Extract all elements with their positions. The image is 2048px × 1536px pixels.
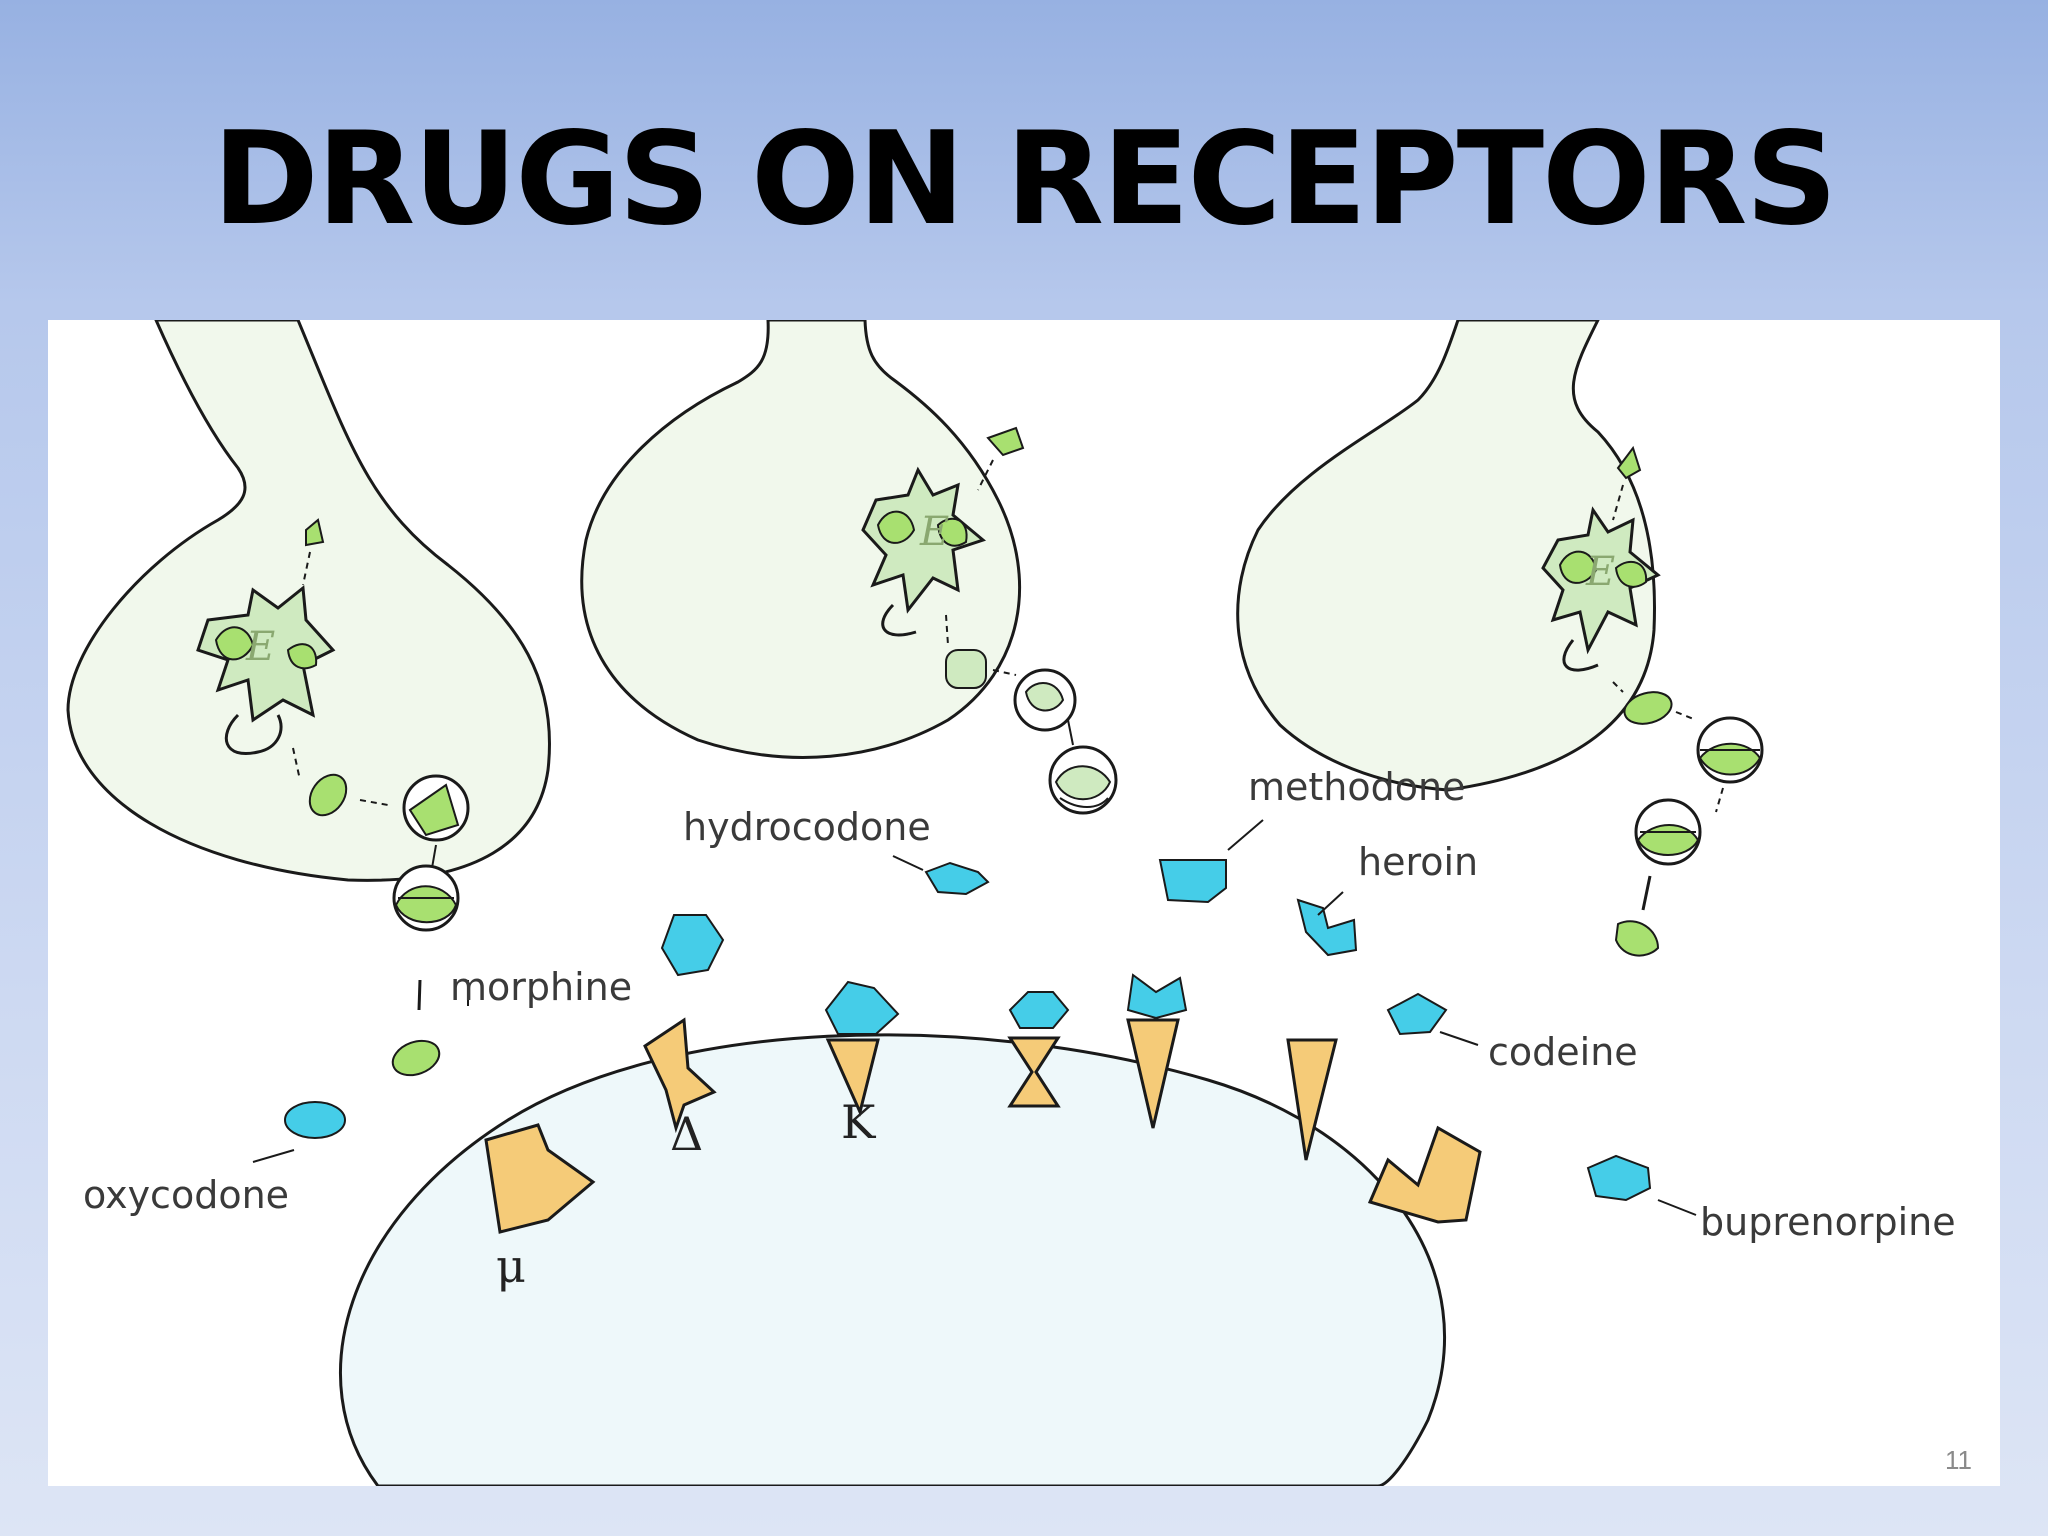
drug-morphine: [660, 914, 725, 977]
label-oxycodone: oxycodone: [83, 1173, 289, 1217]
postsynaptic-cell: [339, 1033, 1446, 1486]
drug-on-pore: [1008, 991, 1070, 1029]
pathway-arrow: [359, 799, 389, 806]
leader-line-oxycodone: [252, 1149, 295, 1163]
receptor-kappa: [825, 1038, 880, 1117]
pathway-arrow: [431, 844, 437, 869]
synaptic-vesicle: [402, 774, 470, 842]
leader-line-heroin: [1317, 891, 1344, 916]
presynaptic-terminal-left: [66, 320, 551, 882]
receptor-delta: [643, 1017, 717, 1134]
drug-oxycodone: [284, 1101, 346, 1139]
transmitter-molecule: [308, 773, 348, 817]
slide-title: DRUGS ON RECEPTORS: [212, 105, 1837, 254]
transmitter-molecule: [1623, 691, 1673, 725]
pathway-arrow: [977, 459, 994, 491]
transmitter-molecule: [305, 518, 325, 547]
enzyme-complex-middle: E: [861, 466, 987, 637]
receptor-diagram-svg: E E E: [66, 320, 1956, 1486]
enzyme-complex-left: E: [196, 585, 336, 755]
drug-buprenorpine: [1586, 1154, 1652, 1202]
synaptic-vesicle: [392, 864, 460, 932]
transmitter-molecule: [1616, 445, 1642, 480]
pathway-arrow: [417, 979, 422, 1011]
synaptic-vesicle: [1696, 716, 1764, 784]
leader-line-codeine: [1439, 1031, 1479, 1046]
receptor-right: [1367, 1125, 1482, 1224]
label-receptor-kappa: K: [841, 1095, 877, 1149]
pathway-arrow: [945, 614, 949, 646]
transmitter-molecule: [986, 426, 1025, 457]
drug-on-cone: [1126, 973, 1188, 1020]
receptor-cone: [1286, 1038, 1338, 1161]
enzyme-label: E: [1585, 549, 1615, 595]
drug-heroin: [1296, 898, 1358, 957]
pathway-arrow: [1612, 681, 1624, 693]
leader-line-methodone: [1227, 819, 1264, 851]
receptor-diagram: E E E: [48, 320, 2000, 1486]
enzyme-label: E: [919, 509, 949, 555]
receptor-mu: [484, 1123, 596, 1234]
pathway-arrow: [1067, 719, 1074, 746]
enzyme-label: E: [245, 624, 275, 670]
leader-line-buprenorpine: [1657, 1199, 1697, 1216]
drug-methodone: [1158, 859, 1227, 904]
label-methodone: methodone: [1248, 765, 1465, 809]
pathway-arrow: [1715, 787, 1724, 813]
pathway-arrow: [292, 747, 301, 781]
label-buprenorpine: buprenorpine: [1700, 1200, 1956, 1244]
slide-number: 11: [1945, 1445, 1972, 1475]
label-morphine: morphine: [450, 965, 632, 1009]
receptor-pore: [1007, 1036, 1061, 1108]
pathway-arrow: [992, 669, 1017, 676]
leader-line-hydrocodone: [892, 855, 924, 871]
drug-hydrocodone: [924, 861, 990, 896]
drug-codeine: [1386, 992, 1448, 1036]
drug-on-kappa: [824, 980, 900, 1035]
transmitter-molecule: [391, 1039, 441, 1077]
label-hydrocodone: hydrocodone: [683, 805, 931, 849]
synaptic-vesicle: [1013, 668, 1077, 732]
transmitter-molecule: [1614, 920, 1660, 957]
enzyme-complex-right: E: [1541, 506, 1661, 672]
presynaptic-terminal-middle: [580, 320, 1022, 759]
label-codeine: codeine: [1488, 1030, 1638, 1074]
receptor-cone: [1126, 1018, 1180, 1129]
pathway-arrow: [1641, 875, 1652, 911]
label-receptor-mu: μ: [496, 1239, 526, 1293]
label-heroin: heroin: [1358, 840, 1478, 884]
transmitter-molecule: [945, 649, 987, 689]
pathway-arrow: [1675, 711, 1697, 721]
pathway-arrow: [302, 551, 311, 586]
synaptic-vesicle: [1048, 745, 1118, 815]
label-receptor-delta: Δ: [670, 1107, 703, 1161]
synaptic-vesicle: [1634, 798, 1702, 866]
